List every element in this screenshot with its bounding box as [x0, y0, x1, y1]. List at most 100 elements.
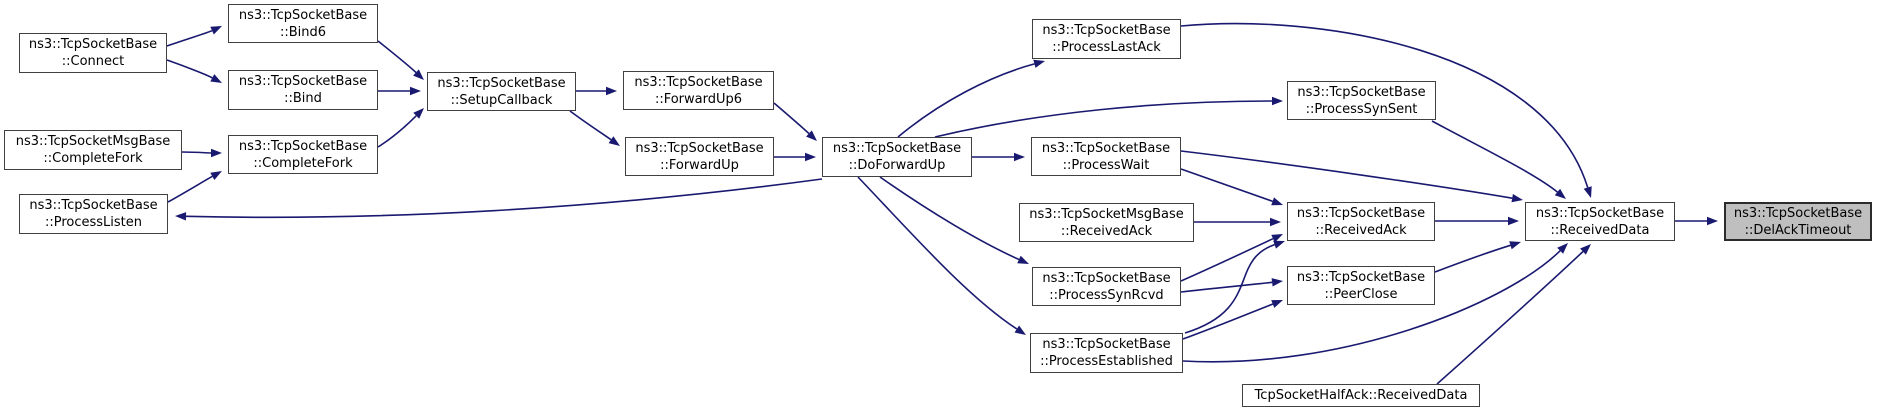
arrowhead-dofup-pestab — [1014, 325, 1026, 335]
edge-dofup-plastack — [897, 63, 1035, 138]
graph-node-pwait[interactable]: ns3::TcpSocketBase::ProcessWait — [1031, 137, 1181, 176]
arrowhead-setup-fup — [608, 136, 620, 146]
graph-node-dofup[interactable]: ns3::TcpSocketBase::DoForwardUp — [822, 137, 972, 177]
arrowhead-pwait-rack — [1271, 197, 1283, 206]
edge-pwait-rack — [1180, 168, 1273, 203]
node-label-line: ::ReceivedData — [1550, 222, 1650, 238]
graph-node-bind6[interactable]: ns3::TcpSocketBase::Bind6 — [228, 4, 378, 43]
edge-fork-setup — [377, 115, 417, 148]
node-label-line: ns3::TcpSocketBase — [1733, 205, 1863, 221]
node-label-line: ::SetupCallback — [450, 92, 553, 108]
node-label-line: ::Bind — [284, 91, 322, 106]
arrowhead-dofup-pwait — [1014, 152, 1025, 162]
arrowhead-pestab-rdata — [1557, 243, 1568, 254]
graph-node-msgfork[interactable]: ns3::TcpSocketMsgBase::CompleteFork — [4, 130, 182, 170]
arrowhead-dofup-listen — [175, 212, 187, 221]
edge-dofup-pestab — [857, 176, 1018, 330]
edge-setup-fup — [569, 110, 612, 141]
arrowhead-setup-fup6 — [606, 86, 617, 96]
edge-bind6-setup — [377, 40, 417, 74]
graph-node-fup[interactable]: ns3::TcpSocketBase::ForwardUp — [625, 137, 774, 176]
edge-psynsent-rdata — [1431, 120, 1559, 193]
edge-halfack-rdata — [1436, 250, 1584, 385]
node-label-line: ns3::TcpSocketBase — [238, 74, 368, 89]
node-label-line: ::ProcessWait — [1062, 157, 1150, 173]
node-label-line: ns3::TcpSocketBase — [832, 141, 962, 156]
node-label-line: ns3::TcpSocketBase — [1296, 205, 1426, 221]
node-label-line: TcpSocketHalfAck::ReceivedData — [1254, 388, 1468, 403]
node-label-line: ns3::TcpSocketBase — [1042, 23, 1171, 38]
edge-dofup-psynsent — [934, 100, 1273, 138]
graph-node-connect[interactable]: ns3::TcpSocketBase::Connect — [19, 33, 167, 73]
arrowhead-psynsent-rdata — [1554, 188, 1566, 199]
arrowhead-pestab-rack — [1273, 240, 1285, 249]
node-label-line: ns3::TcpSocketBase — [635, 140, 764, 156]
graph-node-delack: ns3::TcpSocketBase::DelAckTimeout — [1724, 202, 1872, 241]
arrowhead-pestab-pclose — [1271, 300, 1283, 308]
graph-node-listen[interactable]: ns3::TcpSocketBase::ProcessListen — [19, 194, 168, 234]
arrowhead-fork-setup — [413, 108, 424, 119]
graph-node-msgrack[interactable]: ns3::TcpSocketMsgBase::ReceivedAck — [1019, 203, 1194, 242]
graph-node-psynrcvd[interactable]: ns3::TcpSocketBase::ProcessSynRcvd — [1032, 267, 1181, 306]
arrowhead-fup-dofup — [805, 152, 816, 162]
graph-node-bind[interactable]: ns3::TcpSocketBase::Bind — [228, 70, 378, 110]
graph-node-rack[interactable]: ns3::TcpSocketBase::ReceivedAck — [1287, 202, 1435, 241]
edge-psynrcvd-pclose — [1180, 281, 1273, 293]
arrowhead-psynrcvd-rack — [1271, 234, 1283, 243]
edge-pestab-rack — [1184, 243, 1275, 334]
arrowhead-pwait-rdata — [1511, 194, 1523, 203]
graph-node-psynsent[interactable]: ns3::TcpSocketBase::ProcessSynSent — [1287, 81, 1436, 120]
arrowhead-dofup-plastack — [1033, 59, 1045, 68]
edge-fup6-dofup — [773, 102, 810, 135]
edge-psynrcvd-rack — [1180, 237, 1274, 282]
arrowhead-connect-bind — [210, 74, 222, 83]
graph-node-halfack[interactable]: TcpSocketHalfAck::ReceivedData — [1242, 384, 1480, 407]
edge-pclose-rdata — [1434, 244, 1511, 273]
graph-node-fork[interactable]: ns3::TcpSocketBase::CompleteFork — [228, 135, 378, 174]
arrowhead-fup6-dofup — [806, 130, 817, 141]
node-label-line: ::ReceivedAck — [1060, 223, 1153, 239]
node-label-line: ns3::TcpSocketBase — [28, 37, 158, 52]
node-label-line: ns3::TcpSocketBase — [1041, 140, 1171, 156]
edge-listen-fork — [167, 175, 213, 203]
node-label-line: ::DoForwardUp — [848, 158, 946, 173]
graph-node-setup[interactable]: ns3::TcpSocketBase::SetupCallback — [427, 72, 576, 111]
edge-dofup-listen — [185, 178, 823, 219]
arrowhead-dofup-psynsent — [1272, 96, 1283, 106]
graph-node-plastack[interactable]: ns3::TcpSocketBase::ProcessLastAck — [1032, 19, 1181, 59]
node-label-line: ::ProcessSynSent — [1305, 101, 1418, 117]
arrowhead-rdata-delack — [1707, 216, 1718, 226]
arrowhead-bind-setup — [410, 86, 421, 96]
node-label-line: ::CompleteFork — [43, 151, 143, 166]
node-label-line: ns3::TcpSocketBase — [1535, 205, 1665, 221]
node-label-line: ns3::TcpSocketBase — [437, 75, 566, 91]
arrowhead-plastack-rdata — [1583, 186, 1592, 198]
graph-node-fup6[interactable]: ns3::TcpSocketBase::ForwardUp6 — [623, 71, 774, 110]
arrowhead-psynrcvd-pclose — [1271, 278, 1283, 287]
node-label-line: ns3::TcpSocketBase — [1296, 269, 1426, 285]
arrowhead-connect-bind6 — [210, 26, 222, 35]
node-label-line: ::PeerClose — [1324, 286, 1398, 302]
node-label-line: ns3::TcpSocketBase — [238, 7, 368, 23]
edge-plastack-rdata — [1180, 22, 1589, 188]
arrowhead-msgfork-fork — [211, 148, 222, 158]
arrowhead-dofup-psynrcvd — [1017, 255, 1029, 264]
graph-node-rdata[interactable]: ns3::TcpSocketBase::ReceivedData — [1525, 202, 1675, 241]
node-label-line: ::ReceivedAck — [1315, 222, 1407, 238]
node-label-line: ns3::TcpSocketMsgBase — [1029, 206, 1184, 222]
edge-connect-bind — [166, 59, 213, 79]
graph-node-pclose[interactable]: ns3::TcpSocketBase::PeerClose — [1287, 266, 1435, 305]
arrowhead-msgrack-rack — [1270, 217, 1281, 227]
node-label-line: ::Connect — [61, 54, 125, 69]
node-label-line: ns3::TcpSocketBase — [1297, 84, 1426, 100]
node-label-line: ::CompleteFork — [253, 155, 353, 171]
arrowhead-bind6-setup — [413, 69, 424, 80]
node-label-line: ::ProcessSynRcvd — [1049, 287, 1164, 303]
node-label-line: ::ForwardUp — [660, 157, 739, 173]
node-label-line: ns3::TcpSocketBase — [1042, 337, 1171, 352]
node-label-line: ::ForwardUp6 — [654, 91, 743, 107]
edge-msgfork-fork — [181, 151, 212, 154]
graph-node-pestab[interactable]: ns3::TcpSocketBase::ProcessEstablished — [1030, 333, 1183, 373]
